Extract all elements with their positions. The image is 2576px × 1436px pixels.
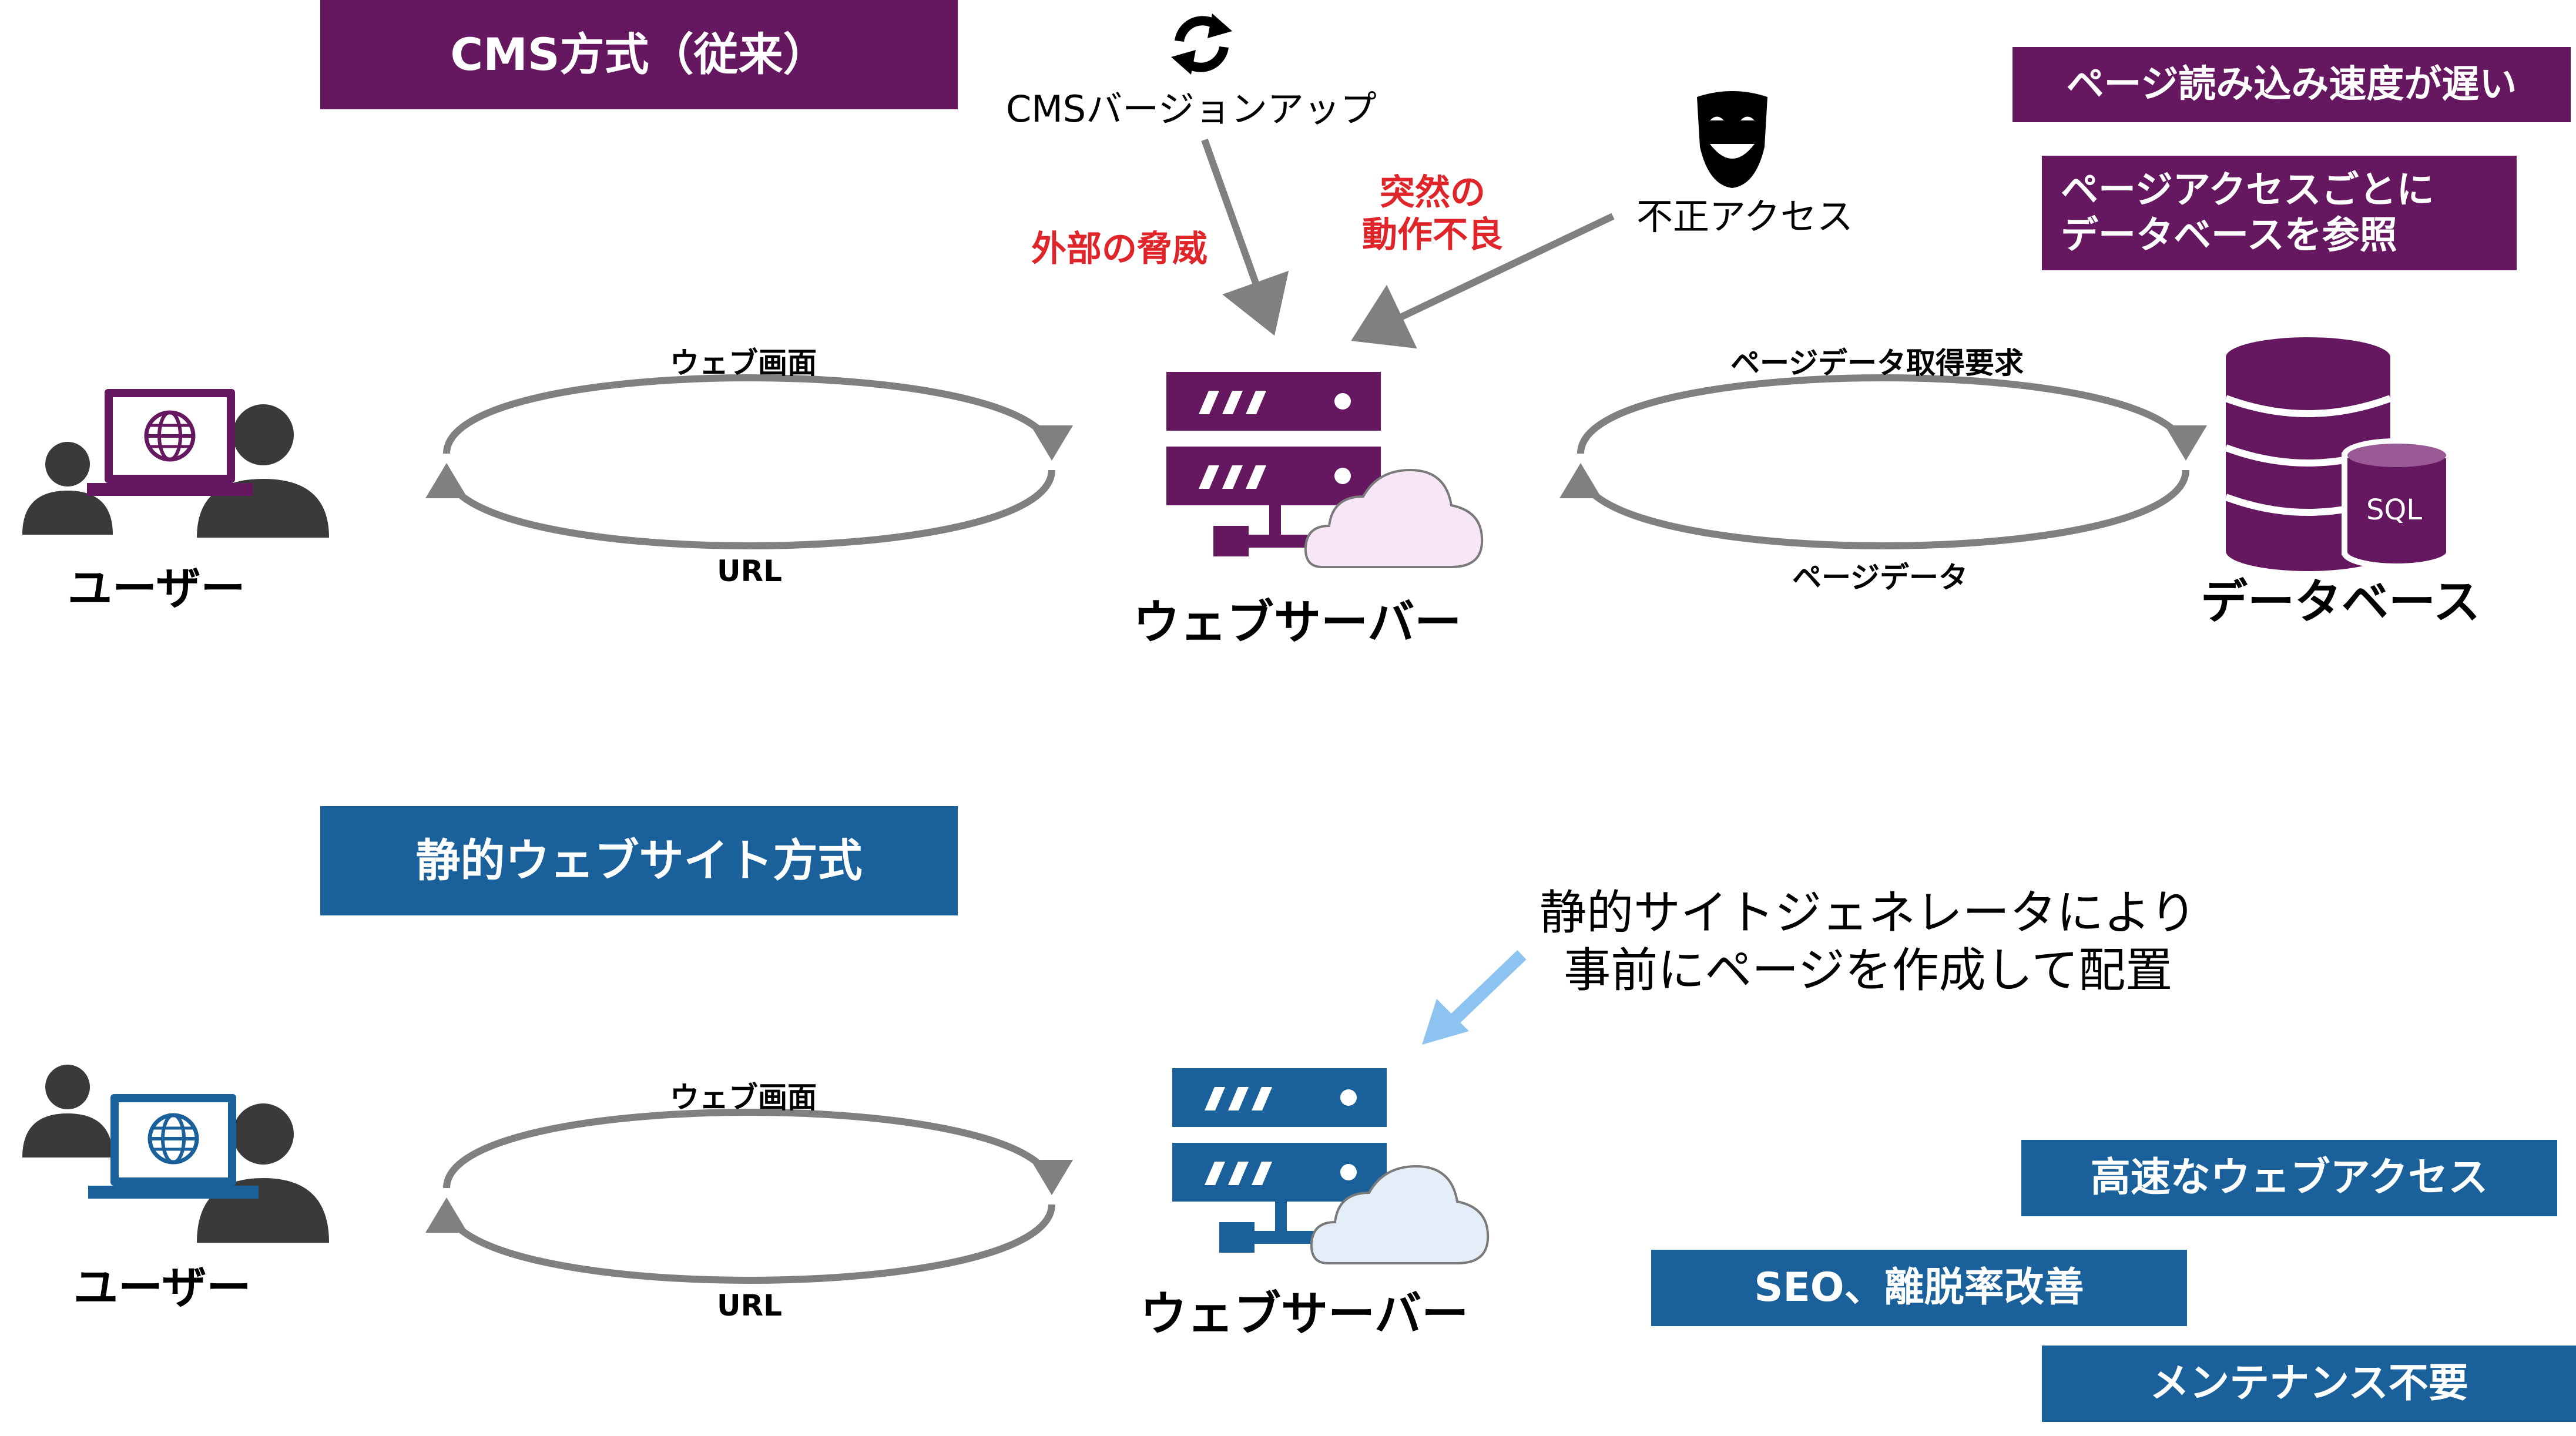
top-url-label: URL: [717, 554, 782, 588]
globe-icon: [147, 1113, 199, 1165]
bottom-user-label: ユーザー: [73, 1261, 251, 1314]
bottom-cloud-icon: [1310, 1165, 1490, 1264]
bottom-url-label: URL: [717, 1289, 782, 1323]
database-icon: [2224, 337, 2452, 571]
sudden-malfunction-line-2: 動作不良: [1362, 214, 1503, 256]
theater-mask-icon: [1697, 91, 1767, 188]
generator-note-line-1: 静的サイトジェネレータにより: [1539, 885, 2197, 940]
top-web-screen-label: ウェブ画面: [670, 346, 817, 380]
bottom-web-screen-label: ウェブ画面: [670, 1081, 817, 1115]
sudden-malfunction-line-1: 突然の: [1380, 172, 1485, 213]
note-db-line-2: データベースを参照: [2061, 213, 2397, 257]
bottom-server-icon: [1172, 1068, 1387, 1253]
sql-label: SQL: [2366, 494, 2422, 526]
sudden-malfunction-label: 突然の 動作不良: [1362, 172, 1503, 256]
cms-section-title: CMS方式（従来）: [320, 0, 958, 109]
static-section-title: 静的ウェブサイト方式: [320, 806, 958, 915]
top-user-server-cycle: [425, 374, 1073, 549]
external-threat-label: 外部の脅威: [1031, 229, 1208, 270]
database-label: データベース: [2201, 575, 2480, 629]
page-data-label: ページデータ: [1792, 561, 1968, 595]
cms-update-arrow: [1201, 138, 1289, 336]
generator-note-line-2: 事前にページを作成して配置: [1564, 942, 2173, 998]
cms-update-label: CMSバージョンアップ: [1006, 88, 1377, 130]
benefit-maintenance-free: メンテナンス不要: [2042, 1346, 2576, 1422]
generator-note: 静的サイトジェネレータにより 事前にページを作成して配置: [1539, 884, 2196, 999]
bottom-server-label: ウェブサーバー: [1140, 1287, 1469, 1341]
note-db-reference: ページアクセスごとに データベースを参照: [2042, 156, 2517, 270]
bottom-users-laptop-icon: [22, 1065, 329, 1243]
benefit-seo: SEO、離脱率改善: [1651, 1250, 2187, 1326]
page-data-request-label: ページデータ取得要求: [1730, 346, 2024, 380]
top-users-laptop-icon: [22, 389, 329, 538]
top-server-icon: [1166, 372, 1381, 556]
top-user-label: ユーザー: [68, 562, 246, 615]
generator-arrow: [1422, 950, 1527, 1045]
benefit-fast-access: 高速なウェブアクセス: [2021, 1140, 2557, 1216]
globe-icon: [144, 410, 196, 462]
top-server-db-cycle: [1559, 374, 2207, 549]
top-server-label: ウェブサーバー: [1133, 595, 1462, 650]
bottom-user-server-cycle: [425, 1109, 1073, 1284]
note-db-line-1: ページアクセスごとに: [2061, 168, 2434, 212]
unauthorized-access-arrow: [1351, 213, 1615, 349]
sync-icon: [1171, 14, 1232, 75]
top-cloud-icon: [1304, 468, 1484, 568]
unauthorized-access-label: 不正アクセス: [1636, 195, 1853, 238]
note-slow-loading: ページ読み込み速度が遅い: [2012, 47, 2571, 122]
